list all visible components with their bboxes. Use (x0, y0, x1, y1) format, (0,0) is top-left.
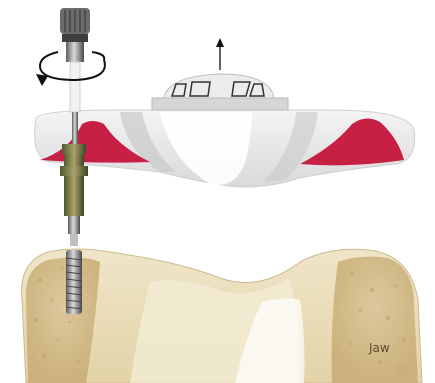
guide-cap (152, 74, 288, 110)
up-arrow-icon (216, 38, 224, 70)
jaw-label: Jaw (369, 341, 390, 355)
implant (66, 250, 82, 314)
surgical-guide (35, 110, 415, 187)
